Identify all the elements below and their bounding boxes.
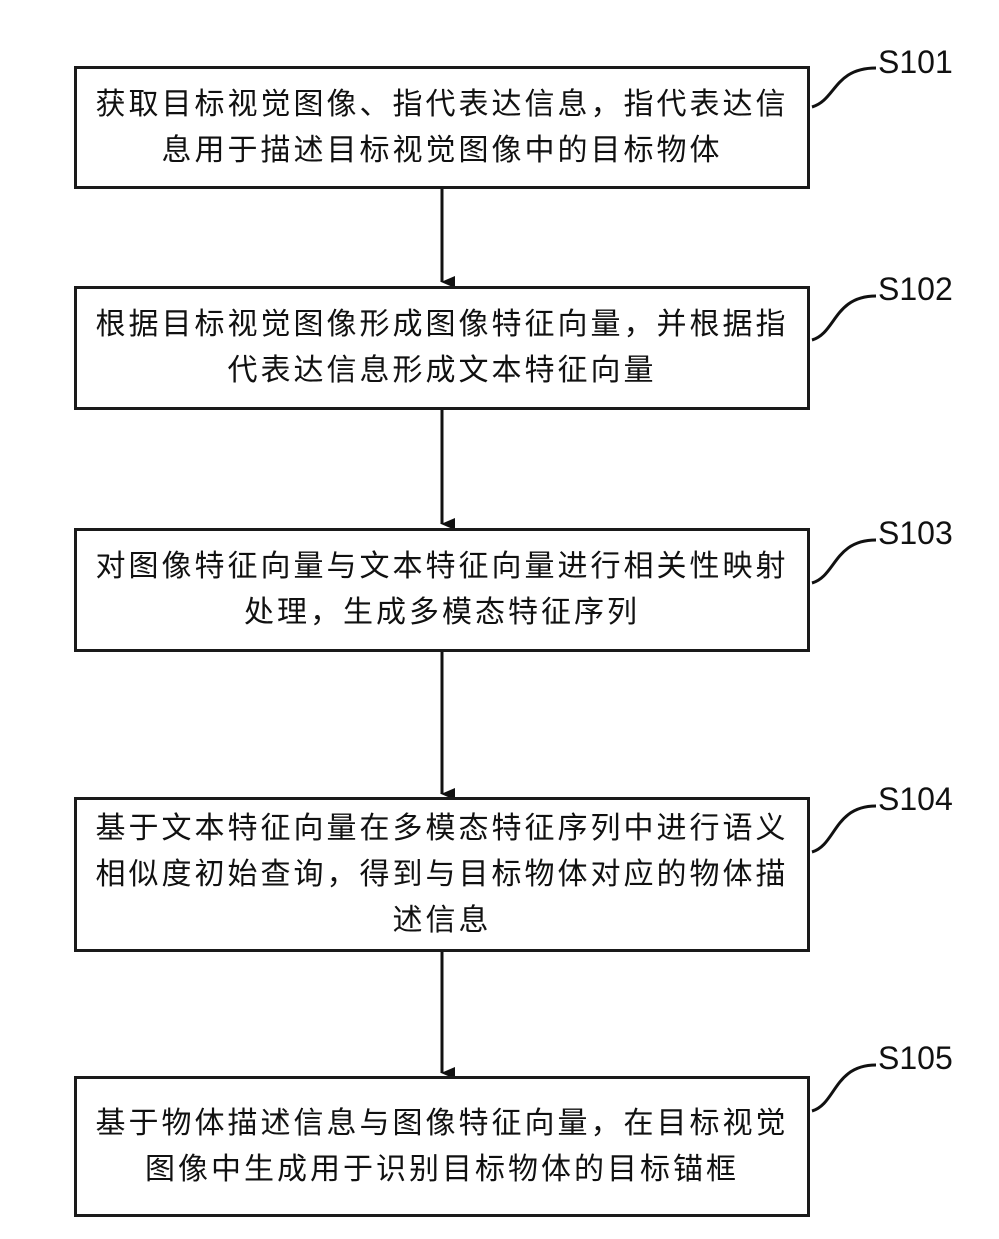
step-label-s105: S105 xyxy=(878,1040,953,1076)
step-box-s103: 对图像特征向量与文本特征向量进行相关性映射处理，生成多模态特征序列 xyxy=(74,528,810,652)
step-box-s101: 获取目标视觉图像、指代表达信息，指代表达信息用于描述目标视觉图像中的目标物体 xyxy=(74,66,810,189)
step-text-s102: 根据目标视觉图像形成图像特征向量，并根据指代表达信息形成文本特征向量 xyxy=(95,307,789,388)
leader-s103 xyxy=(811,538,877,585)
step-text-s104: 基于文本特征向量在多模态特征序列中进行语义相似度初始查询，得到与目标物体对应的物… xyxy=(95,810,789,938)
step-label-s103: S103 xyxy=(878,515,953,551)
step-label-s104: S104 xyxy=(878,781,953,817)
step-text-s101: 获取目标视觉图像、指代表达信息，指代表达信息用于描述目标视觉图像中的目标物体 xyxy=(95,86,789,168)
step-box-s102: 根据目标视觉图像形成图像特征向量，并根据指代表达信息形成文本特征向量 xyxy=(74,286,810,410)
leader-s105 xyxy=(811,1063,877,1113)
step-label-s101: S101 xyxy=(878,44,953,80)
step-box-s104: 基于文本特征向量在多模态特征序列中进行语义相似度初始查询，得到与目标物体对应的物… xyxy=(74,797,810,952)
step-label-s102: S102 xyxy=(878,271,953,307)
step-box-s105: 基于物体描述信息与图像特征向量，在目标视觉图像中生成用于识别目标物体的目标锚框 xyxy=(74,1076,810,1217)
leader-s104 xyxy=(811,804,877,854)
step-text-s103: 对图像特征向量与文本特征向量进行相关性映射处理，生成多模态特征序列 xyxy=(95,549,789,630)
leader-s102 xyxy=(811,294,877,342)
leader-s101 xyxy=(811,66,877,109)
step-text-s105: 基于物体描述信息与图像特征向量，在目标视觉图像中生成用于识别目标物体的目标锚框 xyxy=(95,1105,789,1187)
